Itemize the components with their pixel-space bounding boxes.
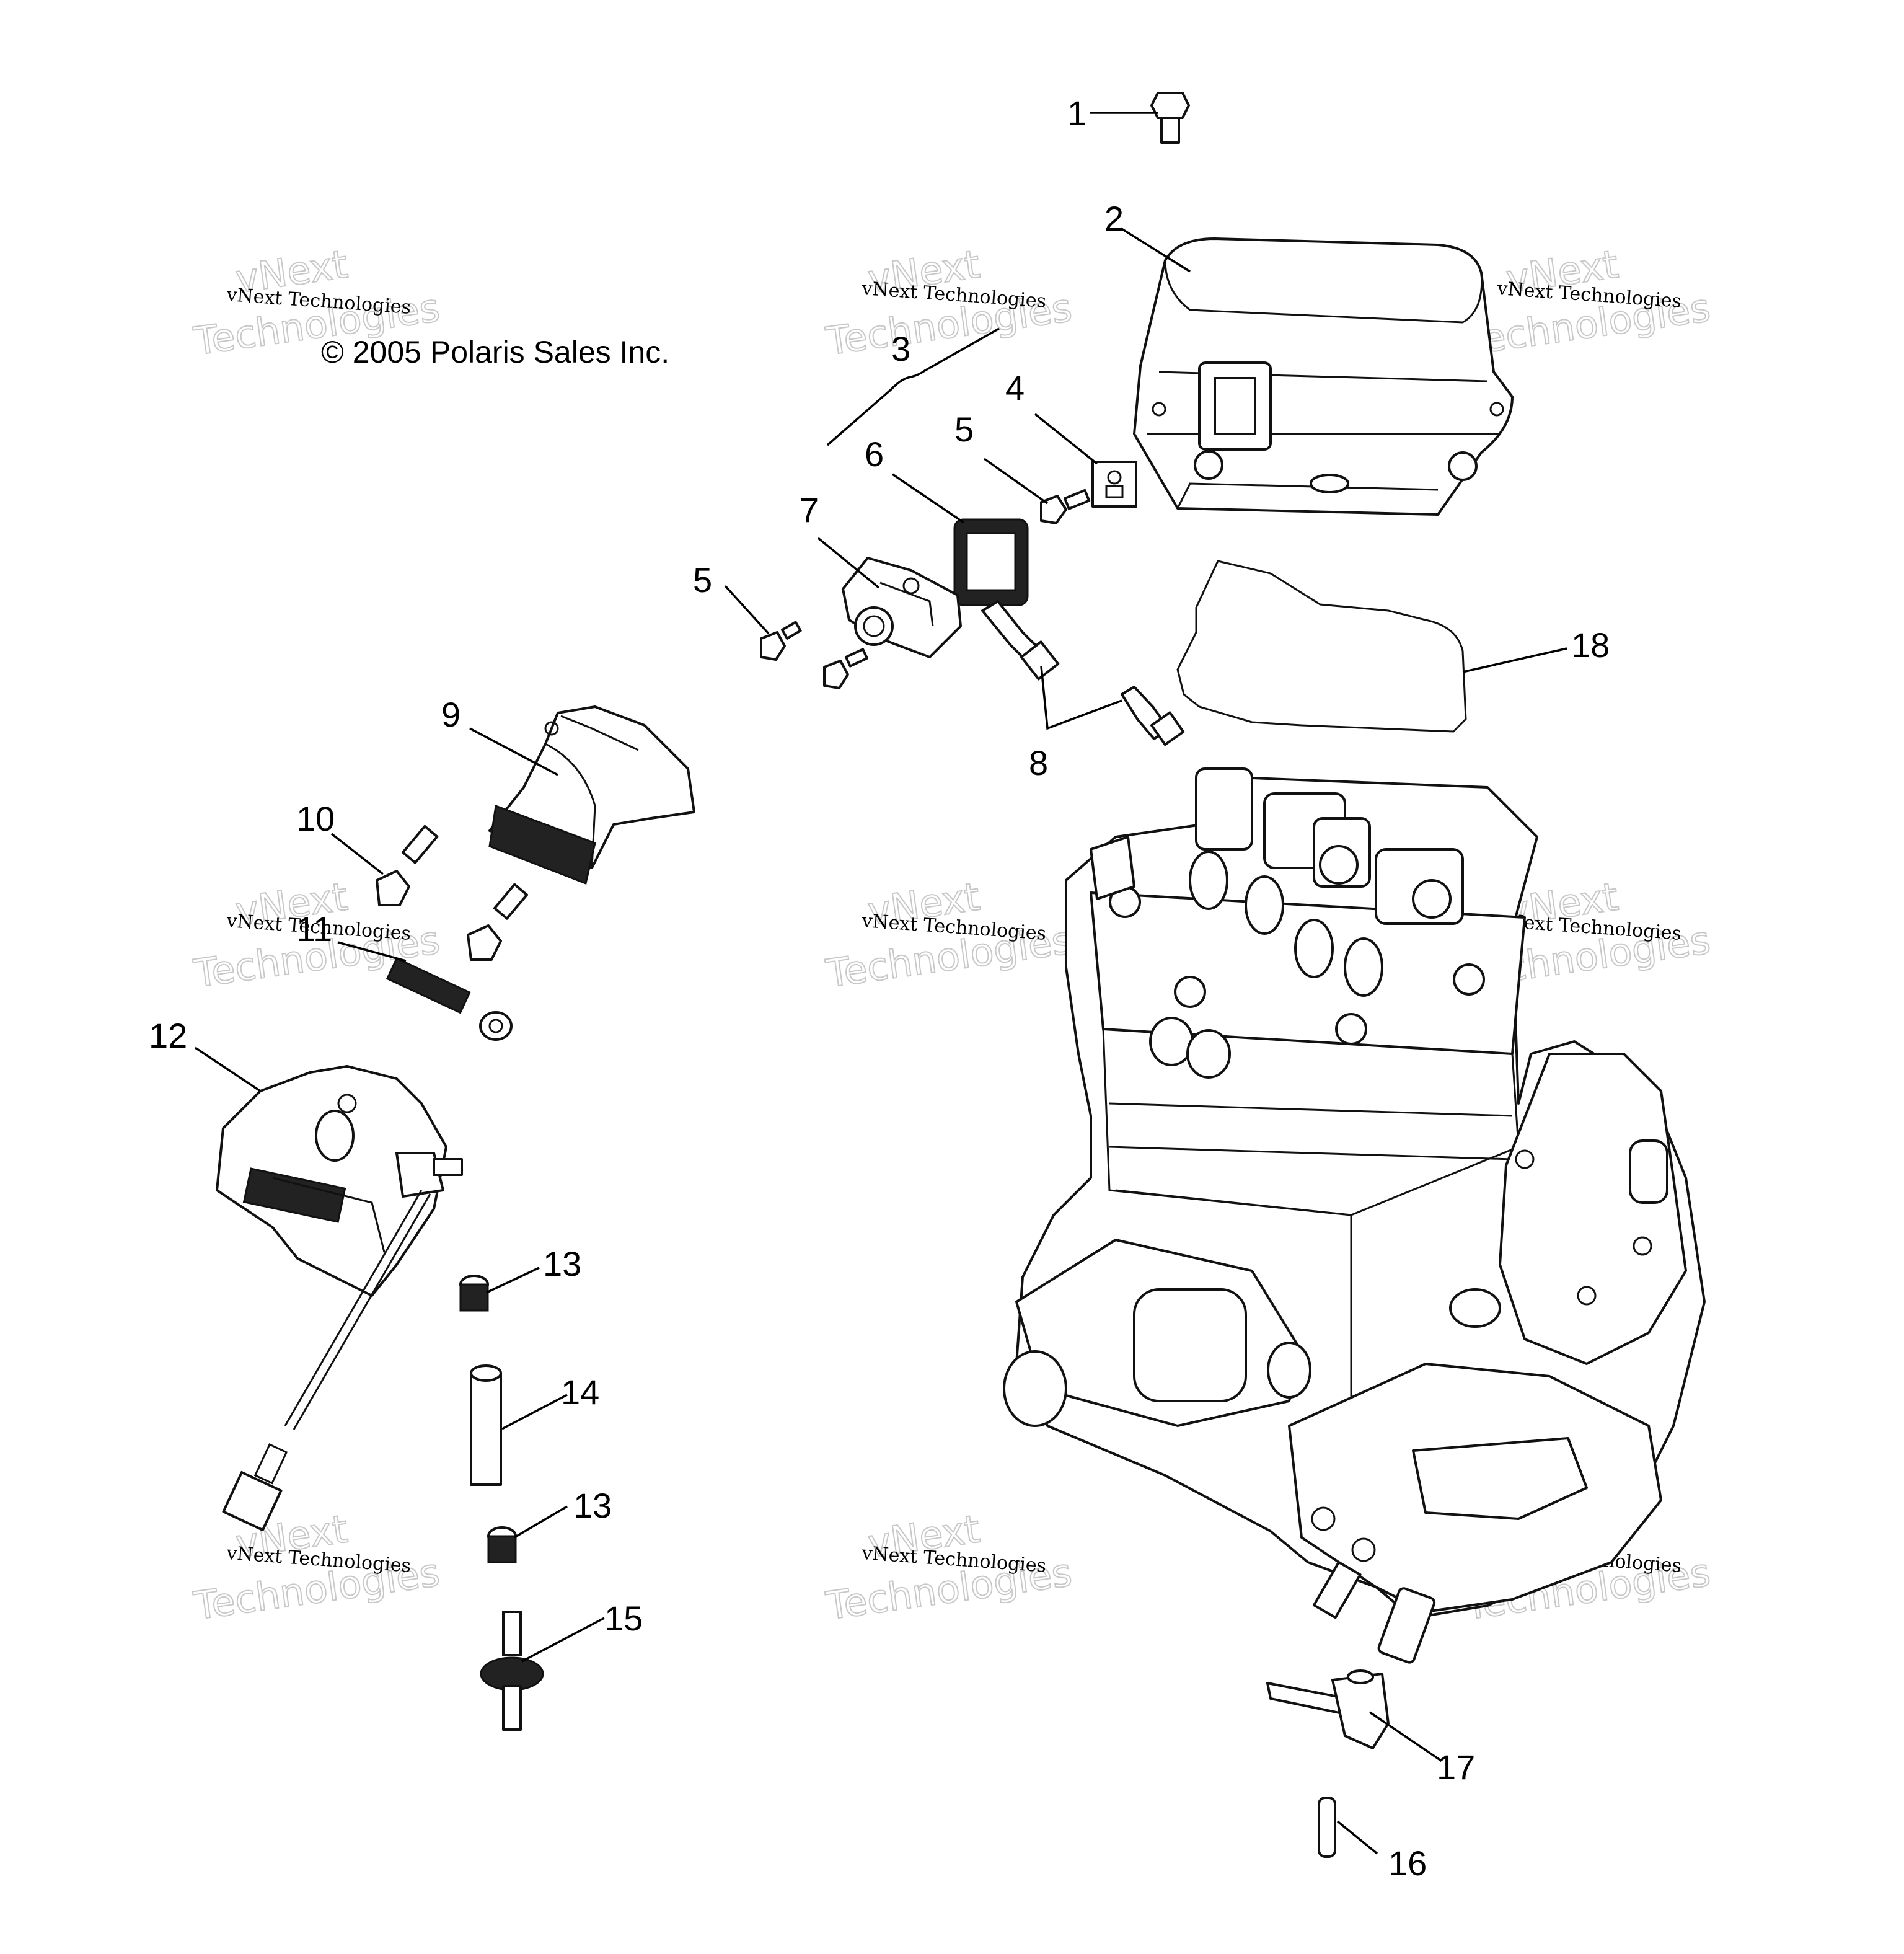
callout-labels: 1 2 3 4 5 5 6 7 8 9 10 11 12 13 13 14 15… — [149, 94, 1610, 1883]
part-2-valve-cover — [1133, 237, 1514, 516]
part-5-bolt — [823, 648, 868, 689]
part-1-bolt — [1150, 92, 1190, 144]
part-5-bolt — [1040, 488, 1091, 524]
copyright-notice: © 2005 Polaris Sales Inc. — [321, 335, 669, 369]
callout-17: 17 — [1437, 1748, 1475, 1787]
callout-5: 5 — [954, 410, 974, 449]
part-8-spark-plug — [981, 600, 1060, 681]
callout-16: 16 — [1388, 1844, 1427, 1883]
part-17-sensor — [1266, 1669, 1390, 1749]
part-8-bracket — [1040, 666, 1122, 730]
callout-1: 1 — [1067, 94, 1086, 133]
callout-7: 7 — [800, 490, 819, 529]
callout-14: 14 — [561, 1373, 599, 1412]
part-4-plate — [1091, 461, 1137, 508]
callout-5b: 5 — [693, 560, 712, 599]
callout-11: 11 — [296, 909, 332, 948]
callout-6: 6 — [865, 435, 884, 474]
callout-2: 2 — [1104, 199, 1124, 238]
part-3-bracket — [826, 327, 1000, 446]
callout-9: 9 — [441, 695, 461, 734]
callout-18: 18 — [1571, 626, 1610, 665]
callout-3: 3 — [891, 329, 910, 368]
callout-12: 12 — [149, 1016, 187, 1055]
part-12-throttle-body — [216, 1065, 463, 1532]
part-14-tube — [470, 1364, 502, 1486]
part-18-gasket — [1176, 560, 1467, 733]
callout-15: 15 — [604, 1599, 643, 1638]
callout-4: 4 — [1005, 368, 1025, 407]
callout-10: 10 — [296, 799, 335, 838]
part-10-bolt — [467, 883, 529, 961]
part-13-sleeve — [459, 1275, 489, 1312]
callout-13b: 13 — [573, 1486, 612, 1525]
callout-8: 8 — [1029, 743, 1048, 782]
part-10-bolt — [376, 824, 439, 906]
part-13-sleeve — [487, 1526, 517, 1563]
part-6-gasket — [953, 518, 1029, 606]
part-15-grommet — [480, 1611, 544, 1731]
leader-lines — [195, 112, 1567, 1855]
part-5-bolt — [760, 621, 802, 661]
engine-assembly — [1003, 767, 1706, 1664]
part-16-fastener — [1318, 1797, 1336, 1858]
part-8-spark-plug — [1121, 686, 1185, 746]
part-11-pin — [386, 957, 513, 1041]
callout-13: 13 — [543, 1244, 581, 1283]
part-9-intake-boot — [488, 705, 695, 885]
